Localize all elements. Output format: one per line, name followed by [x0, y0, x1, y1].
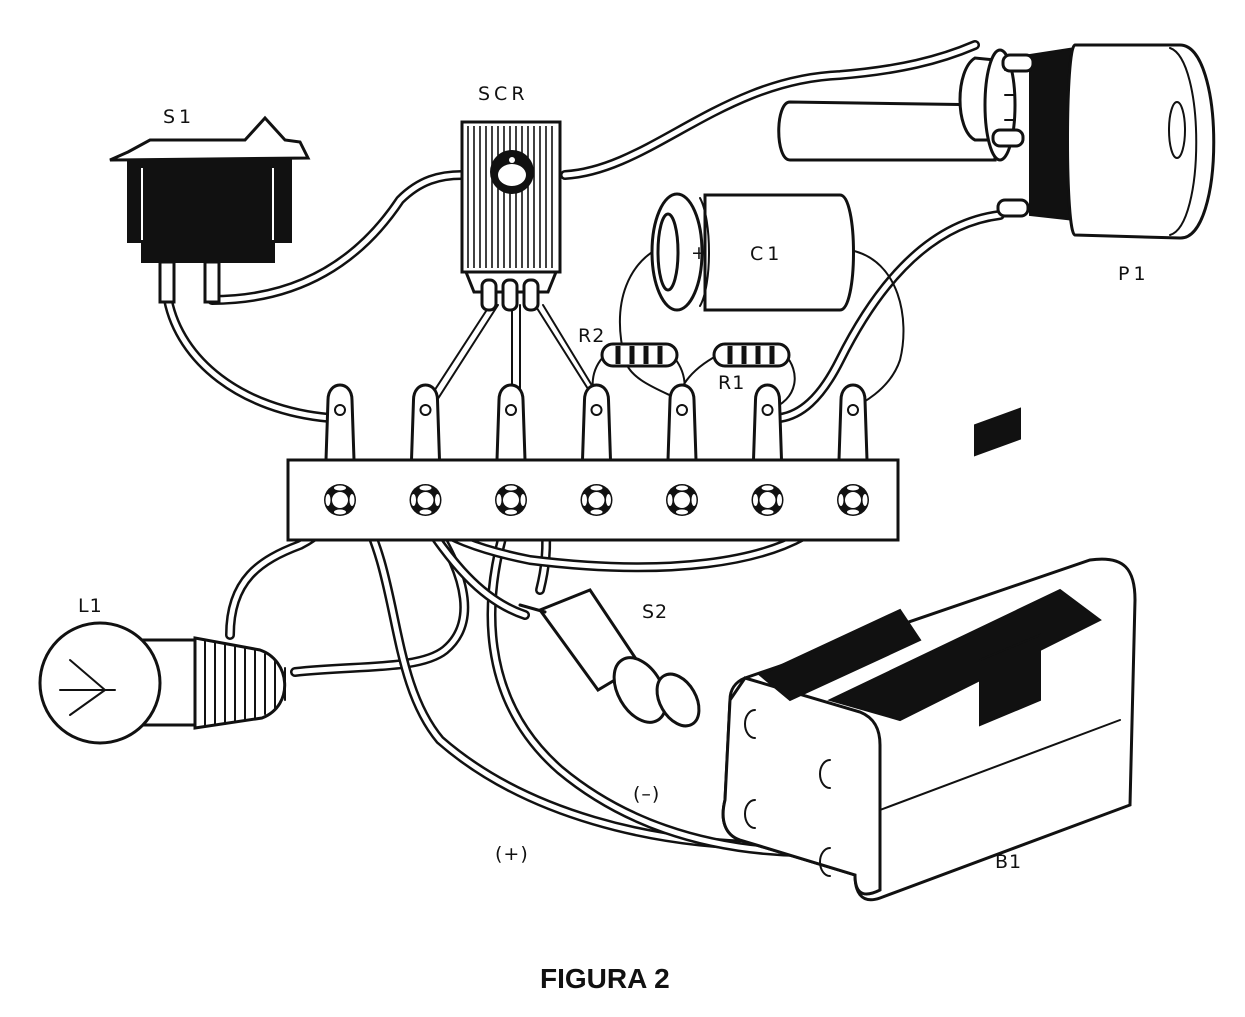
eyelet	[495, 484, 527, 516]
solder-lug	[837, 383, 869, 461]
label-scr: SCR	[478, 83, 529, 105]
switch-s2	[518, 588, 701, 728]
wire-s1-scr	[207, 170, 467, 305]
lug-hole	[676, 404, 688, 416]
eyelet	[666, 484, 698, 516]
label-negative: (–)	[633, 783, 660, 805]
solder-lug	[752, 383, 783, 461]
label-positive: (+)	[495, 843, 529, 865]
solder-lug	[324, 383, 356, 461]
lug-hole	[505, 404, 517, 416]
eyelet	[837, 484, 869, 516]
resistor-r2	[600, 342, 679, 368]
label-s1: S1	[163, 106, 195, 128]
label-p1: P1	[1118, 263, 1150, 285]
label-s2: S2	[642, 601, 668, 623]
solder-lug	[666, 383, 698, 461]
eyelet	[409, 484, 442, 516]
battery-holder-b1	[721, 407, 1137, 902]
label-c1: C1	[750, 243, 783, 265]
wires	[163, 40, 1005, 857]
lug-hole	[761, 404, 774, 416]
lug-hole	[334, 404, 346, 416]
lug-hole	[419, 404, 432, 416]
wire-scr-p1	[560, 40, 980, 180]
switch-s1	[109, 115, 311, 304]
label-b1: B1	[995, 851, 1022, 873]
potentiometer-p1	[777, 43, 1216, 240]
lug-hole	[590, 404, 603, 416]
label-r2: R2	[578, 325, 605, 347]
lamp-l1	[38, 621, 287, 745]
solder-lug	[495, 383, 527, 461]
lug-hole	[847, 404, 859, 416]
eyelet	[324, 484, 356, 516]
wire-s1-lug1	[163, 295, 335, 423]
thyristor-scr	[460, 120, 562, 312]
label-l1: L1	[78, 595, 103, 617]
wire-battery-positive	[355, 505, 805, 851]
eyelet	[580, 484, 613, 516]
capacitor-c1	[650, 192, 855, 312]
label-r1: R1	[718, 372, 745, 394]
capacitor-polarity-mark: +	[691, 242, 708, 264]
figure-caption: FIGURA 2	[540, 963, 670, 994]
solder-lug	[410, 383, 441, 461]
wire-p1-lug6	[775, 210, 1005, 423]
resistor-r1	[712, 342, 791, 368]
terminal-strip	[286, 383, 900, 542]
eyelet	[751, 484, 784, 516]
solder-lug	[581, 383, 612, 461]
